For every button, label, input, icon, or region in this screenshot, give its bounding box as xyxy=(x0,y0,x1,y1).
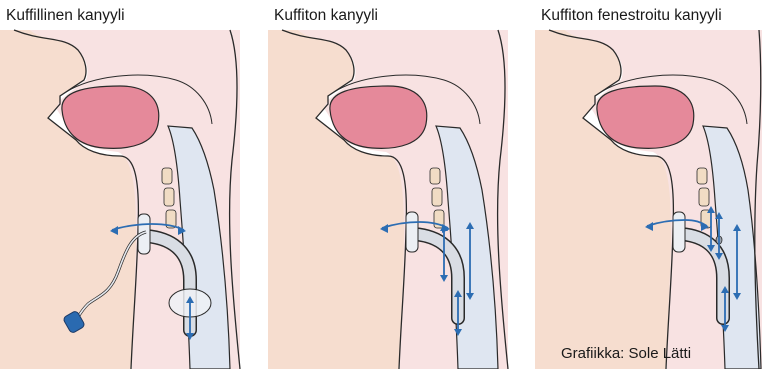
panel-fenestrated: Kuffiton fenestroitu kanyyli xyxy=(535,0,762,369)
trachea-cartilage xyxy=(697,168,707,184)
neck-flange xyxy=(673,212,685,252)
trachea-cartilage xyxy=(432,188,442,206)
panel-uncuffed: Kuffiton kanyyli xyxy=(268,0,530,369)
tongue xyxy=(330,86,427,148)
fenestrated-cannula-illustration xyxy=(535,0,762,369)
uncuffed-cannula-illustration xyxy=(268,0,530,369)
tongue xyxy=(62,86,159,148)
trachea-cartilage xyxy=(699,188,709,206)
trachea-cartilage xyxy=(430,168,440,184)
panel-cuffed: Kuffillinen kanyyli xyxy=(0,0,262,369)
tongue xyxy=(597,86,694,148)
neck-flange xyxy=(406,212,418,252)
trachea-cartilage xyxy=(164,188,174,206)
graphics-credit: Grafiikka: Sole Lätti xyxy=(561,345,691,362)
trachea-cartilage xyxy=(162,168,172,184)
cuffed-cannula-illustration xyxy=(0,0,262,369)
